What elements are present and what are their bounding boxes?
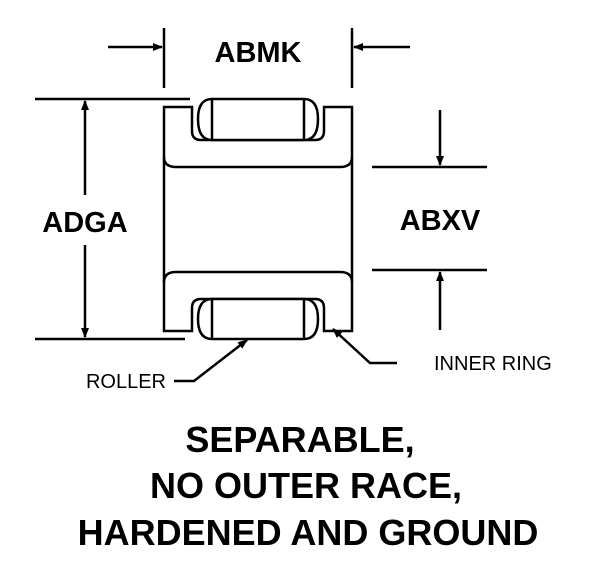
caption-line-2: NO OUTER RACE, bbox=[150, 465, 462, 506]
outer-diameter-dimension bbox=[35, 97, 190, 341]
bore-dimension bbox=[372, 110, 487, 330]
width-label: ABMK bbox=[215, 37, 302, 69]
bore-label: ABXV bbox=[400, 205, 481, 237]
caption-line-1: SEPARABLE, bbox=[185, 419, 414, 460]
inner-ring-shape bbox=[162, 105, 354, 333]
roller-leader-arrow bbox=[174, 339, 248, 383]
inner-ring-callout: INNER RING bbox=[434, 353, 552, 375]
caption-line-3: HARDENED AND GROUND bbox=[78, 512, 539, 553]
inner-ring-leader-arrow bbox=[332, 328, 397, 365]
roller-top-shape bbox=[196, 97, 320, 142]
width-dimension bbox=[108, 28, 410, 88]
roller-callout: ROLLER bbox=[86, 371, 166, 393]
outer-diameter-label: ADGA bbox=[42, 207, 127, 239]
roller-bottom-shape bbox=[196, 297, 320, 341]
